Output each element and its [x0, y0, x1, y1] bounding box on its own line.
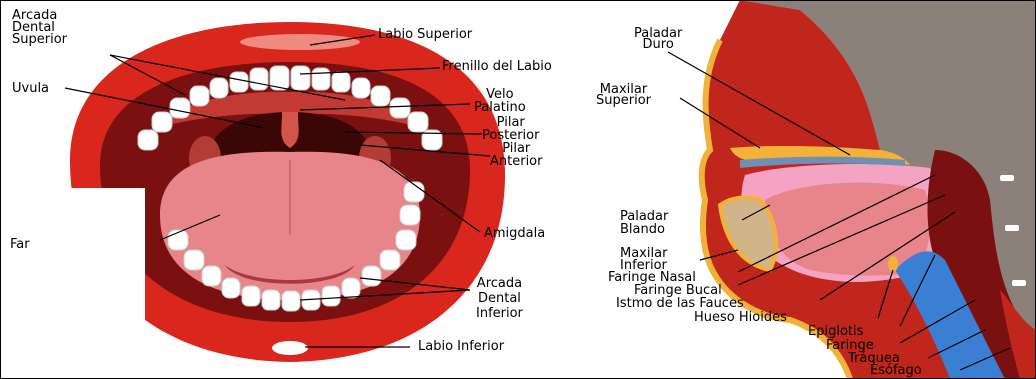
label-far-cut: Far	[10, 238, 30, 251]
label-maxilar-superior: Maxilar Superior	[596, 84, 651, 106]
label-arcada-dental-inferior: Arcada Dental Inferior	[476, 276, 523, 321]
label-frenillo-del-labio: Frenillo del Labio	[442, 60, 552, 73]
label-labio-superior: Labio Superior	[378, 28, 472, 41]
label-arcada-dental-superior: Arcada Dental Superior	[12, 10, 67, 46]
label-esofago: Esófago	[870, 364, 922, 377]
occluding-block	[0, 188, 145, 379]
label-maxilar-inferior: Maxilar Inferior	[620, 248, 667, 272]
label-pilar-posterior: Pilar Posterior	[482, 116, 539, 142]
upper-lip-highlight	[240, 34, 360, 50]
label-istmo-de-las-fauces: Istmo de las Fauces	[616, 297, 744, 310]
label-labio-inferior: Labio Inferior	[418, 340, 504, 353]
label-paladar-duro: Paladar Duro	[634, 28, 682, 50]
label-amigdala: Amigdala	[484, 227, 545, 240]
label-pilar-anterior: Pilar Anterior	[490, 142, 542, 168]
hyoid-bone	[888, 256, 898, 272]
label-velo-palatino: Velo Palatino	[474, 88, 526, 114]
label-epiglotis: Epiglotis	[808, 325, 863, 338]
lower-lip-highlight	[272, 341, 308, 355]
label-uvula: Uvula	[12, 82, 49, 95]
label-paladar-blando: Paladar Blando	[620, 210, 668, 236]
label-hueso-hioides: Hueso Hioides	[694, 311, 787, 324]
